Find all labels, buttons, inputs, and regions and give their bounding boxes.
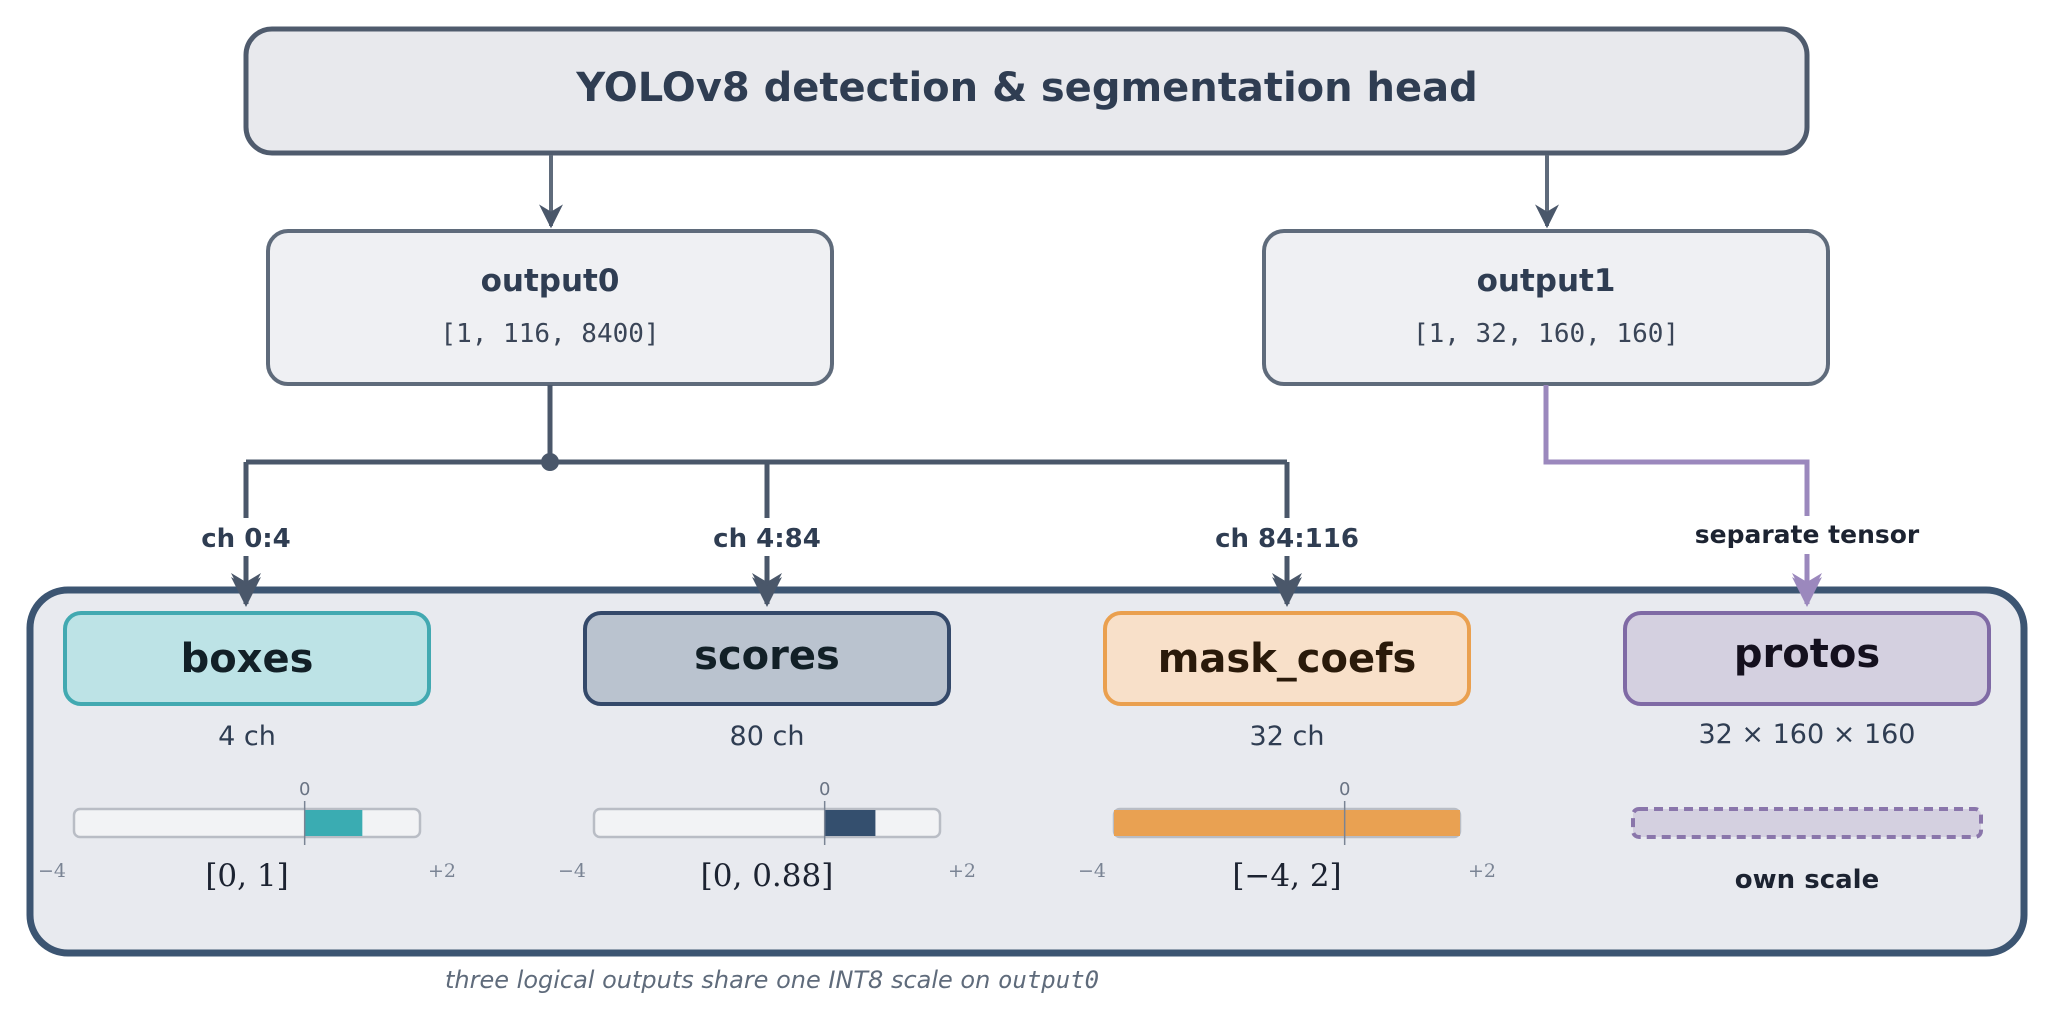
min-tick-label: −4 xyxy=(38,860,66,882)
output0-name: output0 xyxy=(481,263,620,299)
output1-shape: [1, 32, 160, 160] xyxy=(1413,319,1679,349)
head-box: YOLOv8 detection & segmentation head xyxy=(243,26,1810,156)
svg-text:ch 0:4: ch 0:4 xyxy=(201,524,291,554)
svg-text:separate tensor: separate tensor xyxy=(1695,520,1920,549)
range-fill xyxy=(824,810,876,836)
channel-label-1: ch 4:84 xyxy=(706,518,828,556)
shared-scale-panel xyxy=(26,586,2028,957)
mask-coefs-count: 32 ch xyxy=(1250,721,1325,752)
mask-coefs-range-label: [−4, 2] xyxy=(1232,858,1341,894)
scores-count: 80 ch xyxy=(730,721,805,752)
branch-boxes: boxes 4 ch 0 −4 +2 [0, 1] xyxy=(38,611,456,894)
range-track xyxy=(72,807,422,839)
max-tick-label: +2 xyxy=(428,860,456,882)
svg-text:ch 4:84: ch 4:84 xyxy=(713,524,821,554)
caption: three logical outputs share one INT8 sca… xyxy=(445,966,1099,994)
protos-box xyxy=(1623,611,1991,706)
output1-name: output1 xyxy=(1477,263,1616,299)
boxes-label: boxes xyxy=(181,636,314,682)
head-title: YOLOv8 detection & segmentation head xyxy=(575,65,1478,111)
output0-box: output0 [1, 116, 8400] xyxy=(266,229,834,386)
scores-label: scores xyxy=(694,633,840,679)
max-tick-label: +2 xyxy=(1468,860,1496,882)
split-junction-dot xyxy=(541,453,559,471)
output1-box: output1 [1, 32, 160, 160] xyxy=(1262,229,1830,386)
range-track xyxy=(592,807,942,839)
protos-connector-label: separate tensor xyxy=(1692,516,1922,554)
zero-tick-label: 0 xyxy=(299,779,310,800)
protos-scale-label: own scale xyxy=(1735,865,1879,895)
max-tick-label: +2 xyxy=(948,860,976,882)
min-tick-label: −4 xyxy=(558,860,586,882)
range-fill xyxy=(304,810,363,836)
mask-coefs-range-bar: 0 −4 +2 xyxy=(1078,779,1496,882)
protos-own-scale-bar xyxy=(1631,807,1983,839)
range-fill xyxy=(1114,810,1460,836)
output1-connector xyxy=(1543,385,1822,603)
boxes-range-label: [0, 1] xyxy=(205,858,288,894)
mask-coefs-box xyxy=(1103,611,1471,706)
zero-tick-label: 0 xyxy=(819,779,830,800)
output0-shape: [1, 116, 8400] xyxy=(440,319,659,349)
zero-tick-label: 0 xyxy=(1339,779,1350,800)
channel-label-2: ch 84:116 xyxy=(1212,518,1362,556)
scores-box xyxy=(583,611,951,706)
branch-scores: scores 80 ch 0 −4 +2 [0, 0.88] xyxy=(558,611,976,894)
protos-label: protos xyxy=(1734,631,1880,677)
channel-label-0: ch 0:4 xyxy=(195,518,297,556)
svg-text:ch 84:116: ch 84:116 xyxy=(1215,524,1359,554)
scores-range-bar: 0 −4 +2 xyxy=(558,779,976,882)
protos-count: 32 × 160 × 160 xyxy=(1698,719,1915,750)
min-tick-label: −4 xyxy=(1078,860,1106,882)
branch-mask-coefs: mask_coefs 32 ch 0 −4 +2 [−4, 2] xyxy=(1078,611,1496,894)
boxes-box xyxy=(63,611,431,706)
boxes-range-bar: 0 −4 +2 xyxy=(38,779,456,882)
scores-range-label: [0, 0.88] xyxy=(701,858,834,894)
branch-protos: protos 32 × 160 × 160 own scale xyxy=(1623,611,1991,895)
boxes-count: 4 ch xyxy=(218,721,276,752)
mask-coefs-label: mask_coefs xyxy=(1158,636,1417,682)
